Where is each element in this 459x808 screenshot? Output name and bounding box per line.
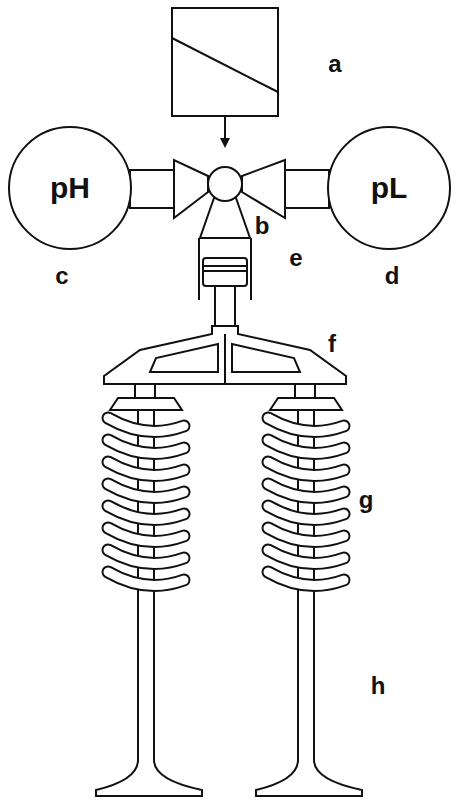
spring-coil <box>108 440 184 453</box>
spring-coil <box>268 506 344 519</box>
spring-coil <box>108 506 184 519</box>
pressure-reservoir: pL <box>327 126 451 250</box>
spring-coil <box>268 418 344 431</box>
spring-coil <box>108 572 184 585</box>
spring-coil <box>108 506 184 519</box>
bridge-window <box>232 344 300 372</box>
pipe <box>130 170 174 208</box>
spring-coil <box>108 484 184 497</box>
callout-letter: h <box>371 674 386 698</box>
callout-letter: b <box>255 214 270 238</box>
spring-coil <box>108 550 184 563</box>
spring-coil <box>268 484 344 497</box>
bridge-foot <box>295 384 315 398</box>
spring-coil <box>268 572 344 585</box>
spring-coil <box>108 572 184 585</box>
spring-retainer <box>270 398 342 410</box>
spring-coil <box>108 418 184 431</box>
poppet-valve <box>96 398 202 796</box>
spring-coil <box>268 572 344 585</box>
spring-coil <box>268 528 344 541</box>
callout-letter: c <box>55 264 68 288</box>
reservoir-label: pH <box>50 173 90 203</box>
control-arrow <box>224 116 226 146</box>
bridge-window <box>150 344 218 372</box>
callout-letter: f <box>328 332 336 356</box>
callout-letter: d <box>385 264 400 288</box>
spring-coil <box>108 462 184 475</box>
poppet-valve <box>256 398 362 796</box>
pressure-reservoir: pH <box>8 126 132 250</box>
spring-coil <box>108 550 184 563</box>
piston-rod <box>215 280 235 332</box>
text-wrap: pH <box>8 126 132 250</box>
spring-coil <box>268 550 344 563</box>
spring-coil <box>268 550 344 563</box>
text-wrap: pL <box>327 126 451 250</box>
piston <box>203 258 247 286</box>
spring-coil <box>268 462 344 475</box>
spring-coil <box>108 440 184 453</box>
piston-ring <box>203 270 247 272</box>
bridge-web <box>224 334 226 384</box>
spring-retainer <box>110 398 182 410</box>
spring-coil <box>268 440 344 453</box>
rotary-valve <box>208 167 242 201</box>
bridge-foot <box>135 384 155 398</box>
spring-coil <box>108 528 184 541</box>
box-diagonal <box>172 38 278 92</box>
valve-bridge <box>104 326 346 384</box>
pipe-taper <box>200 198 250 238</box>
spring-coil <box>268 440 344 453</box>
spring-coil <box>108 528 184 541</box>
spring-coil <box>108 462 184 475</box>
spring-coil <box>268 484 344 497</box>
pipe <box>285 170 329 208</box>
solenoid-box <box>172 8 278 116</box>
spring-coil <box>108 484 184 497</box>
callout-letter: a <box>328 52 341 76</box>
spring-coil <box>268 462 344 475</box>
spring-coil <box>268 506 344 519</box>
spring-coil <box>268 528 344 541</box>
pipe-taper <box>242 160 285 218</box>
spring-coil <box>108 418 184 431</box>
callout-letter: g <box>359 488 374 512</box>
spring-coil <box>268 418 344 431</box>
valve-springs <box>108 418 344 585</box>
callout-letter: e <box>289 246 302 270</box>
piston-ring <box>203 265 247 267</box>
reservoir-label: pL <box>371 173 408 203</box>
pipe-taper <box>174 160 208 218</box>
